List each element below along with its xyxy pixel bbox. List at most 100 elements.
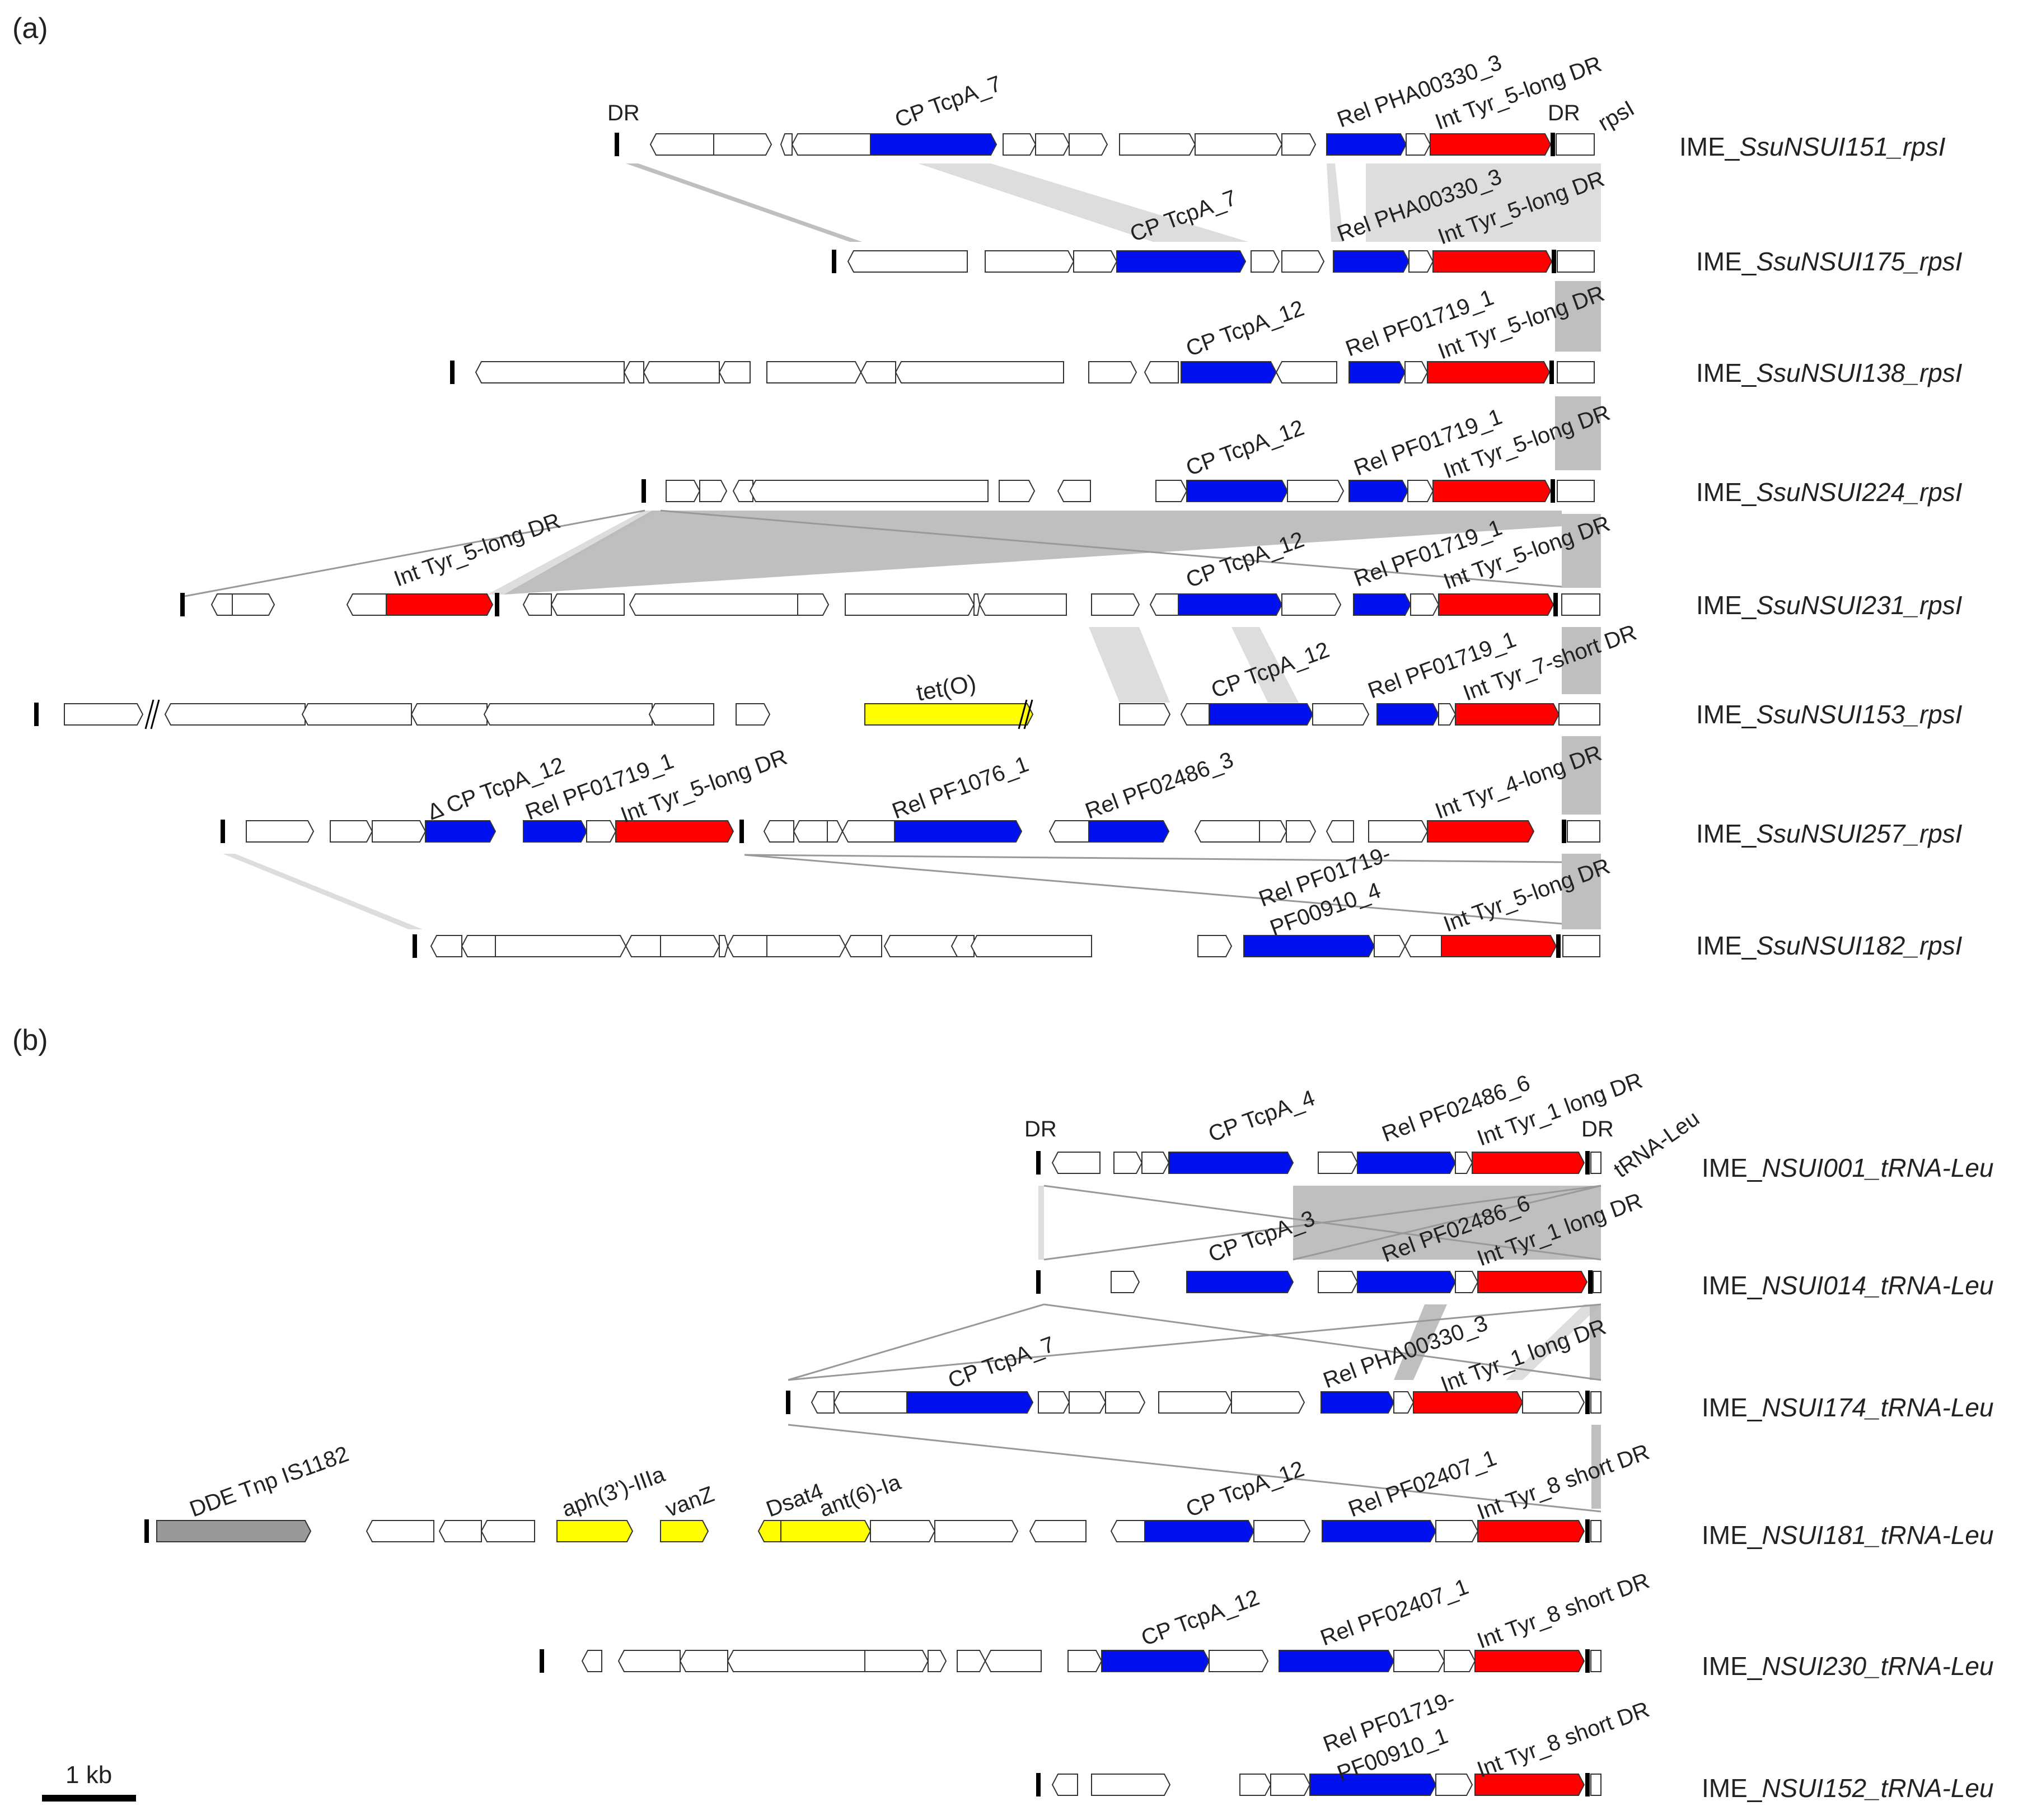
gene-label: CP TcpA_12 [1183,415,1308,481]
orf-gene [766,935,846,957]
resistance-gene [757,1520,781,1542]
orf-gene [617,1650,681,1672]
orf-gene [1259,820,1287,843]
orf-gene [430,935,462,957]
direct-repeat-mark [1551,479,1555,503]
gene-label: CP TcpA_4 [1205,1086,1318,1147]
orf-gene [581,1650,602,1672]
orf-gene [666,480,701,502]
orf-gene [749,480,989,502]
orf-gene [1318,1271,1359,1293]
orf-gene [1318,1152,1359,1174]
orf-gene [246,820,315,843]
orf-gene [1057,480,1091,502]
direct-repeat-mark [221,820,225,843]
track-name: IME_NSUI230_tRNA-Leu [1702,1651,1994,1681]
homology-ribbon [1555,396,1601,470]
rel-gene [1353,593,1412,616]
direct-repeat-mark [1585,1773,1590,1796]
dr-label: DR [1024,1117,1057,1141]
break-mark [1018,699,1028,729]
homology-ribbon [1038,1186,1044,1260]
direct-repeat-mark [540,1649,544,1673]
orf-gene [973,593,981,616]
direct-repeat-mark [1553,593,1558,616]
direct-repeat-mark [1585,1391,1590,1414]
int-gene [1472,1152,1585,1174]
rel-gene [1309,1774,1437,1796]
dr-label: DR [1581,1117,1614,1141]
direct-repeat-mark [1562,820,1566,843]
direct-repeat-mark [641,479,646,503]
orf-gene [1326,820,1354,843]
rel-gene [1376,703,1440,726]
orf-gene [841,820,895,843]
orf-gene [1435,1520,1479,1542]
gene-label: Rel PF02407_1 [1317,1574,1472,1650]
target-gene-box [1567,820,1600,843]
orf-gene [1253,1520,1311,1542]
homology-ribbon [918,163,1248,242]
orf-gene [1029,1520,1087,1542]
orf-gene [1410,593,1440,616]
track-name: IME_SsuNSUI224_rpsI [1696,478,1963,507]
orf-gene [895,361,1064,383]
int-gene [1474,1650,1585,1672]
int-gene [1441,935,1557,957]
orf-gene [860,361,896,383]
cp-gene [870,133,998,156]
break-mark [1023,699,1033,729]
orf-gene [1141,1152,1170,1174]
orf-gene [1286,820,1317,843]
track-name: IME_SsuNSUI138_rpsI [1696,358,1963,387]
homology-ribbon [626,163,862,242]
orf-gene [883,935,962,957]
gene-label: Int Tyr_8 short DR [1474,1568,1652,1653]
orf-gene [461,935,496,957]
rel-gene [1357,1271,1457,1293]
gene-label: tet(O) [914,670,978,706]
orf-gene [833,1391,907,1414]
orf-gene [950,935,975,957]
orf-gene [713,133,772,156]
orf-gene [1281,250,1325,273]
homology-ribbon [223,854,423,929]
target-gene-box [1590,1152,1601,1174]
direct-repeat-mark [1036,1773,1041,1796]
homology-ribbon [1591,1425,1601,1509]
orf-gene [372,820,427,843]
target-gene-box [1557,361,1595,383]
orf-gene [928,1650,947,1672]
rel-gene [523,820,588,843]
rel-gene [1320,1391,1395,1414]
orf-gene [727,935,767,957]
rel-gene [1326,133,1407,156]
dr-label: DR [607,101,640,125]
orf-gene [1088,361,1137,383]
gene-label: CP TcpA_12 [1183,1457,1308,1522]
target-gene-box [1590,1391,1601,1414]
orf-gene [164,703,306,726]
orf-gene [766,361,862,383]
orf-gene [984,1650,1042,1672]
break-mark [144,699,154,729]
int-gene [386,593,494,616]
direct-repeat-mark [1556,934,1561,958]
track-name: IME_NSUI181_tRNA-Leu [1702,1520,1994,1550]
panel-label-b: (b) [12,1024,48,1056]
orf-gene [660,935,720,957]
orf-gene [1239,1774,1272,1796]
orf-gene [1069,133,1108,156]
orf-gene [1113,1152,1143,1174]
direct-repeat-mark [615,133,619,156]
orf-gene [64,703,144,726]
orf-gene [864,1650,929,1672]
orf-gene [643,361,720,383]
orf-gene [1393,1391,1415,1414]
gene-label: CP TcpA_12 [1138,1585,1263,1651]
gene-label: Rel PF02486_3 [1082,747,1237,824]
orf-gene [1051,1774,1078,1796]
cp-gene [1144,1520,1255,1542]
orf-gene [827,820,844,843]
